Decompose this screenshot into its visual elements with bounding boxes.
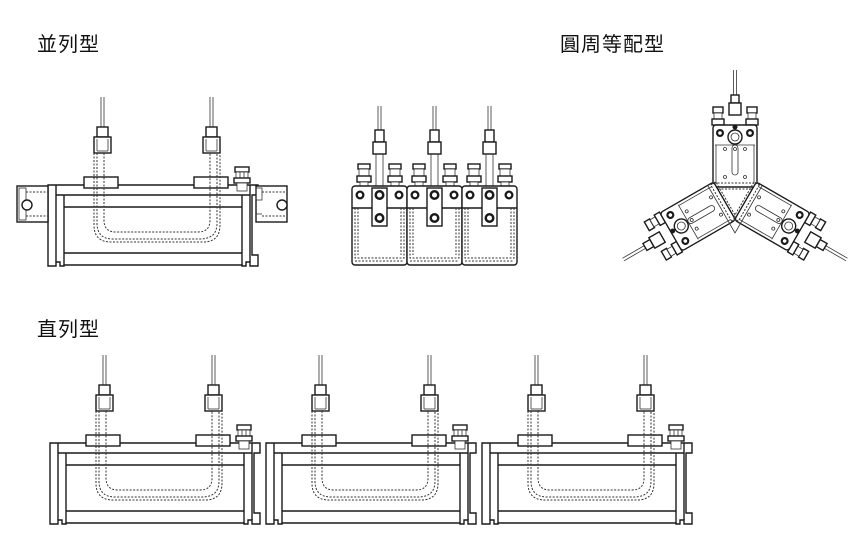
circumferential-type-diagram <box>611 69 859 281</box>
stacked-type-diagram <box>351 105 518 266</box>
label-circumferential-type: 圓周等配型 <box>560 32 665 56</box>
label-series-type: 直列型 <box>37 317 100 341</box>
left-bracket <box>16 185 49 223</box>
series-type-diagram <box>49 354 693 525</box>
right-bracket <box>255 185 288 223</box>
parallel-type-diagram <box>16 96 288 267</box>
label-parallel-type: 並列型 <box>37 32 100 56</box>
